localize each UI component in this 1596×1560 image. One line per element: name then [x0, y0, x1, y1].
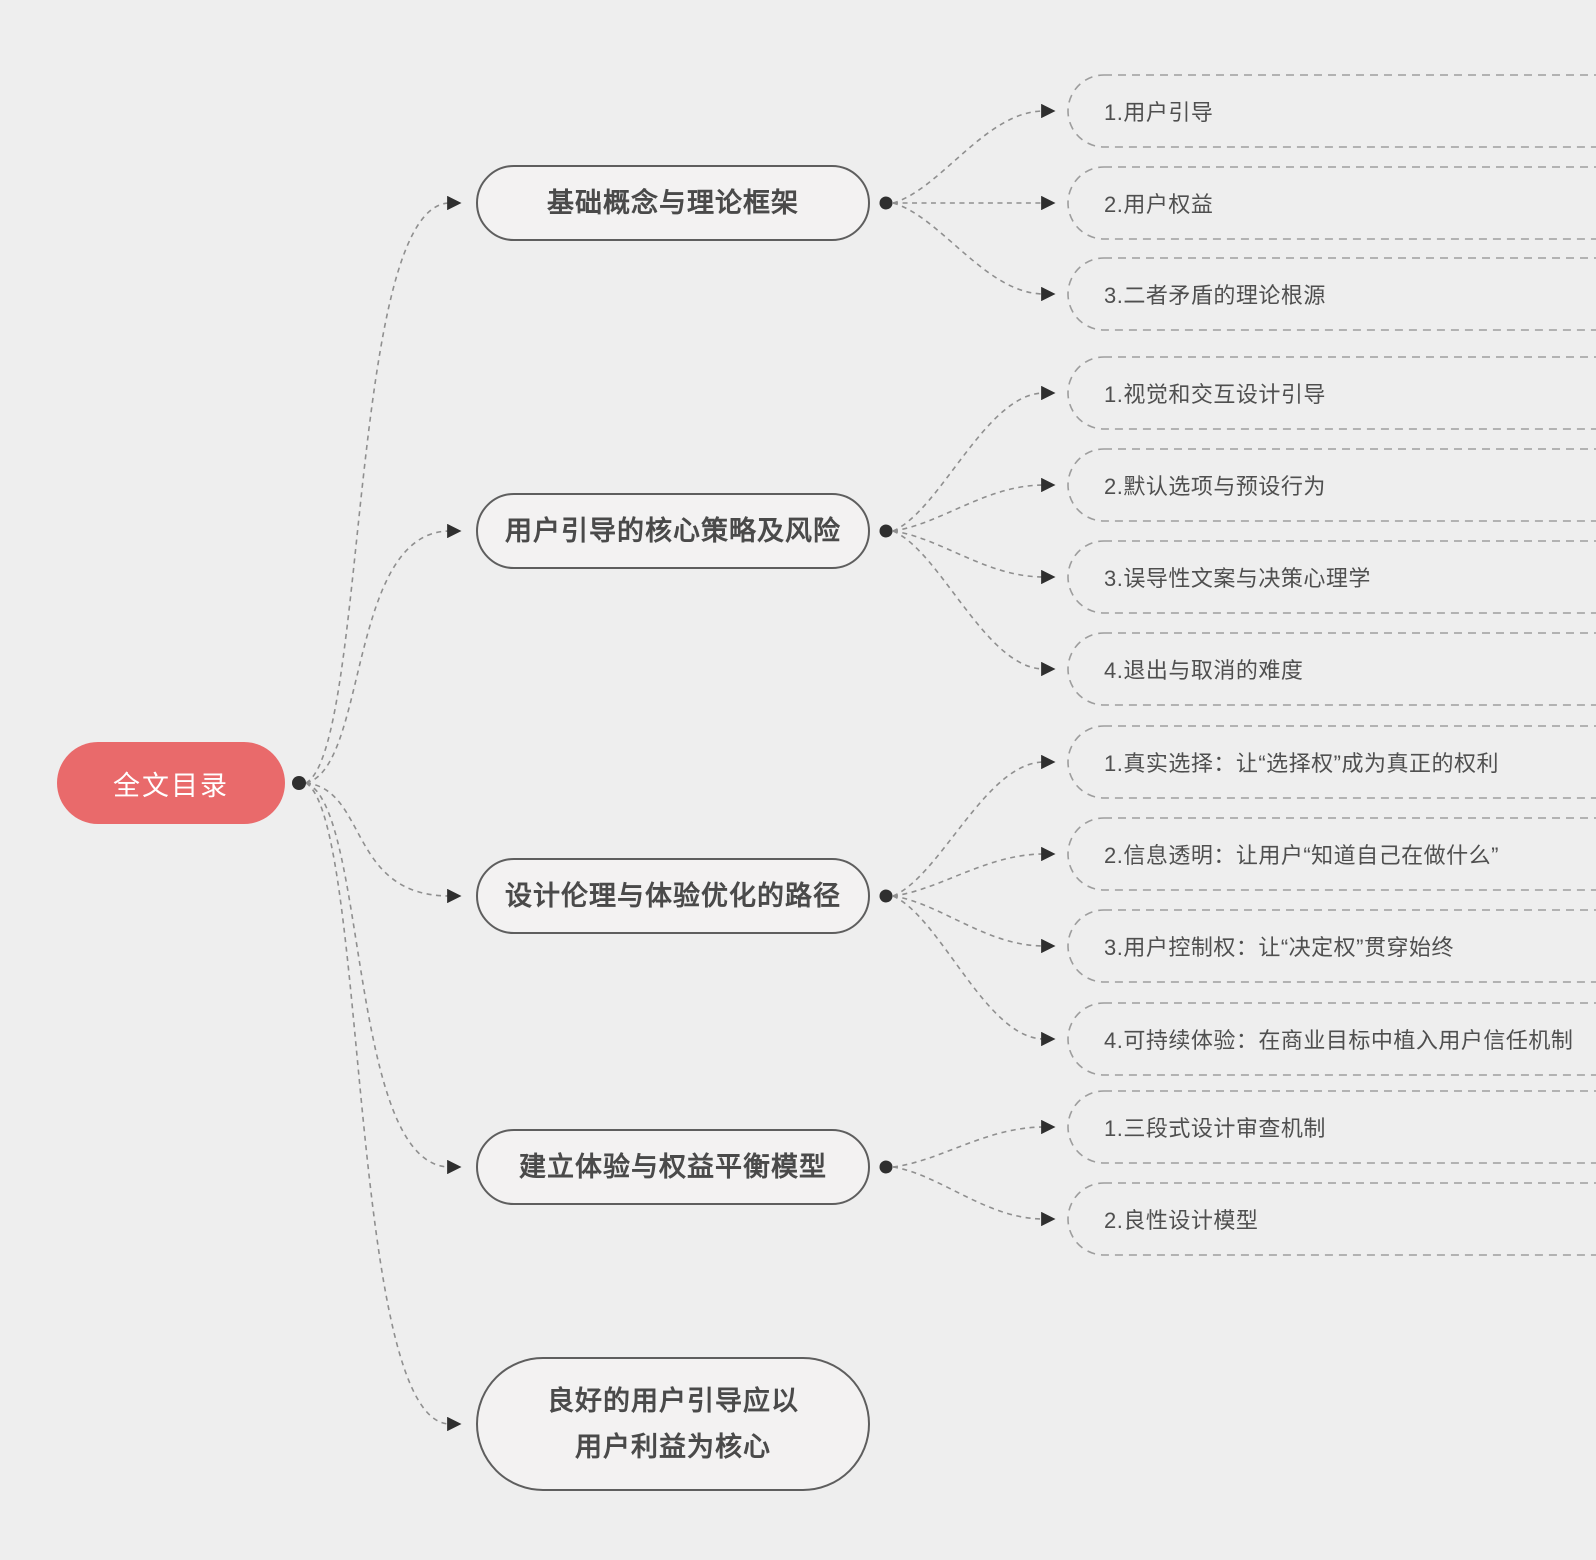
connector-dot	[879, 524, 893, 538]
leaf-node-label: 1.视觉和交互设计引导	[1104, 382, 1326, 407]
leaf-outline	[1067, 725, 1596, 799]
branch-node-label: 建立体验与权益平衡模型	[519, 1151, 827, 1182]
branch-node-2[interactable]: 设计伦理与体验优化的路径	[476, 858, 870, 934]
edge	[892, 530, 1056, 585]
leaf-node-2-2[interactable]: 3.用户控制权：让“决定权”贯穿始终	[1068, 910, 1596, 982]
leaf-outline	[1067, 632, 1596, 706]
leaf-outline	[1067, 540, 1596, 614]
branch-node-label: 基础概念与理论框架	[547, 187, 799, 218]
connector-dot	[879, 889, 893, 903]
edge	[305, 195, 462, 784]
leaf-outline	[1067, 1002, 1596, 1076]
leaf-node-label: 2.用户权益	[1104, 192, 1214, 217]
leaf-outline	[1067, 817, 1596, 891]
branch-node-3[interactable]: 建立体验与权益平衡模型	[476, 1129, 870, 1205]
leaf-node-1-0[interactable]: 1.视觉和交互设计引导	[1068, 357, 1596, 429]
edge	[892, 1119, 1056, 1168]
leaf-outline	[1067, 74, 1596, 148]
leaf-node-label: 1.三段式设计审查机制	[1104, 1116, 1326, 1141]
connector-dot	[879, 1160, 893, 1174]
leaf-node-label: 4.退出与取消的难度	[1104, 658, 1304, 683]
leaf-outline	[1067, 356, 1596, 430]
edge	[305, 782, 462, 904]
edge	[892, 385, 1056, 532]
leaf-node-1-1[interactable]: 2.默认选项与预设行为	[1068, 449, 1596, 521]
edge	[892, 477, 1056, 532]
branch-node-label: 良好的用户引导应以 用户利益为核心	[547, 1385, 799, 1462]
leaf-node-label: 3.二者矛盾的理论根源	[1104, 283, 1326, 308]
leaf-node-label: 4.可持续体验：在商业目标中植入用户信任机制	[1104, 1028, 1574, 1053]
root-node-label: 全文目录	[113, 770, 229, 801]
edge	[892, 202, 1056, 302]
leaf-outline	[1067, 1090, 1596, 1164]
leaf-node-label: 2.默认选项与预设行为	[1104, 474, 1326, 499]
edge	[305, 782, 462, 1175]
leaf-node-label: 2.信息透明：让用户“知道自己在做什么”	[1104, 843, 1500, 868]
leaf-node-label: 3.用户控制权：让“决定权”贯穿始终	[1104, 935, 1455, 960]
leaf-node-label: 3.误导性文案与决策心理学	[1104, 566, 1371, 591]
leaf-node-label: 1.用户引导	[1104, 100, 1214, 125]
edge	[892, 754, 1056, 897]
leaf-node-0-1[interactable]: 2.用户权益	[1068, 167, 1596, 239]
leaf-node-label: 1.真实选择：让“选择权”成为真正的权利	[1104, 751, 1500, 776]
branch-node-4[interactable]: 良好的用户引导应以 用户利益为核心	[476, 1357, 870, 1491]
edge	[892, 895, 1056, 954]
leaf-outline	[1067, 448, 1596, 522]
leaf-node-0-2[interactable]: 3.二者矛盾的理论根源	[1068, 258, 1596, 330]
edge	[892, 530, 1056, 677]
leaf-node-3-0[interactable]: 1.三段式设计审查机制	[1068, 1091, 1596, 1163]
leaf-node-2-0[interactable]: 1.真实选择：让“选择权”成为真正的权利	[1068, 726, 1596, 798]
root-node[interactable]: 全文目录	[57, 742, 285, 824]
leaf-node-0-0[interactable]: 1.用户引导	[1068, 75, 1596, 147]
leaf-outline	[1067, 257, 1596, 331]
leaf-node-label: 2.良性设计模型	[1104, 1208, 1259, 1233]
edge	[892, 846, 1056, 897]
leaf-outline	[1067, 1182, 1596, 1256]
branch-node-label: 设计伦理与体验优化的路径	[505, 880, 841, 911]
edge	[305, 782, 462, 1432]
leaf-node-3-1[interactable]: 2.良性设计模型	[1068, 1183, 1596, 1255]
edge	[892, 895, 1056, 1047]
leaf-node-2-3[interactable]: 4.可持续体验：在商业目标中植入用户信任机制	[1068, 1003, 1596, 1075]
leaf-outline	[1067, 909, 1596, 983]
connector-dot	[879, 196, 893, 210]
branch-node-label: 用户引导的核心策略及风险	[505, 515, 841, 546]
connector-dot	[292, 776, 306, 790]
edge	[892, 1166, 1056, 1227]
branch-node-0[interactable]: 基础概念与理论框架	[476, 165, 870, 241]
edge	[892, 103, 1056, 204]
leaf-outline	[1067, 166, 1596, 240]
branch-node-1[interactable]: 用户引导的核心策略及风险	[476, 493, 870, 569]
leaf-node-1-2[interactable]: 3.误导性文案与决策心理学	[1068, 541, 1596, 613]
leaf-node-2-1[interactable]: 2.信息透明：让用户“知道自己在做什么”	[1068, 818, 1596, 890]
edge	[305, 523, 462, 784]
leaf-node-1-3[interactable]: 4.退出与取消的难度	[1068, 633, 1596, 705]
